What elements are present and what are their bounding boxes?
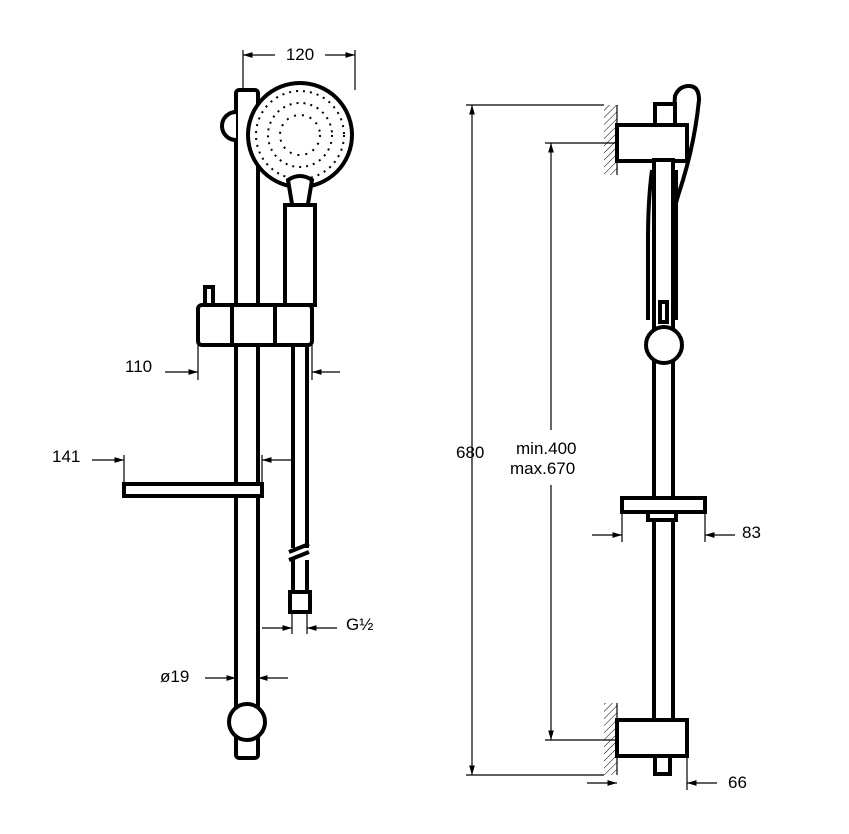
- holder-block: [653, 102, 677, 128]
- hose: [291, 345, 309, 592]
- hose-break: [288, 542, 310, 562]
- dim-680: 680: [456, 443, 484, 462]
- head-outer: [246, 81, 354, 189]
- rail-side: [652, 158, 675, 722]
- hose-nut: [288, 590, 312, 614]
- soap-dish-side: [620, 496, 707, 514]
- wall-hatch-top: [604, 105, 617, 175]
- dim-diameter-19: ø19: [160, 667, 189, 686]
- rail: [234, 88, 260, 760]
- dim-110: 110: [125, 357, 152, 376]
- dim-66: 66: [728, 773, 747, 792]
- slider-ball: [644, 325, 684, 365]
- handle: [283, 203, 317, 307]
- head-neck: [285, 174, 315, 209]
- dim-max-670: max.670: [510, 459, 575, 478]
- rail-end-ball: [227, 702, 267, 742]
- dim-141: 141: [52, 447, 80, 466]
- side-dimensions: 680 min.400 max.670 83 66: [456, 104, 761, 792]
- rail-end-pin: [653, 754, 672, 776]
- wall-hatch-bottom: [604, 703, 617, 775]
- front-dimensions: 120 110 141 G½ ø19: [52, 45, 373, 686]
- wall-bracket-top: [220, 110, 237, 142]
- dim-min-400: min.400: [516, 439, 576, 458]
- top-bracket: [615, 123, 689, 163]
- dim-83: 83: [742, 523, 761, 542]
- side-view: [604, 83, 707, 776]
- front-view: [122, 81, 354, 760]
- hose-side: [646, 169, 678, 320]
- head-face: [255, 90, 345, 180]
- soap-dish: [122, 482, 264, 498]
- dim-120: 120: [286, 45, 314, 64]
- bottom-bracket: [615, 718, 689, 758]
- slider: [196, 303, 314, 347]
- dim-g-half: G½: [346, 615, 373, 634]
